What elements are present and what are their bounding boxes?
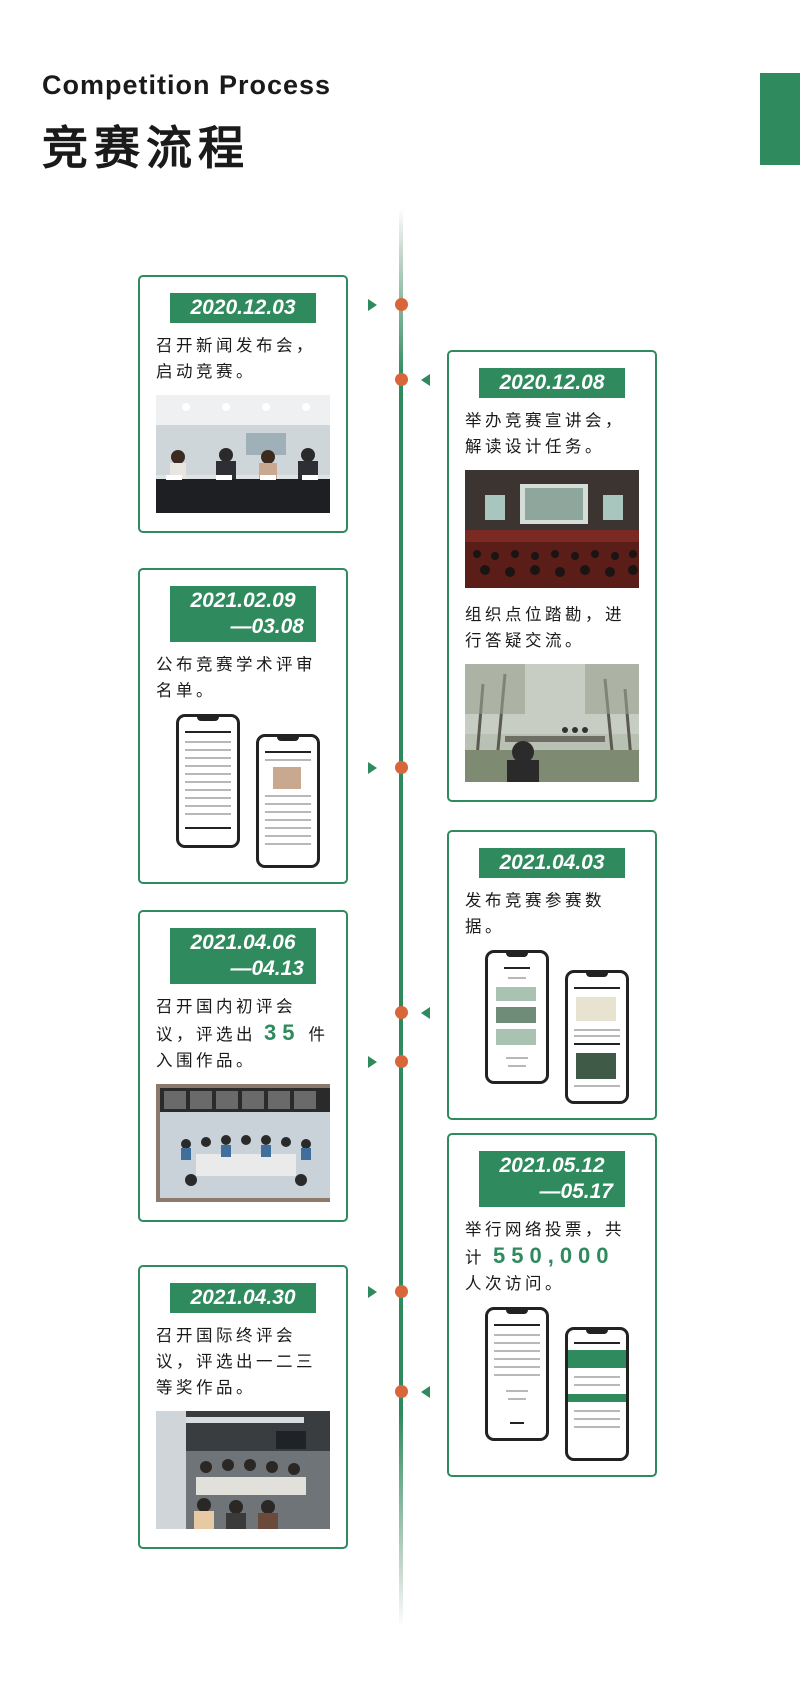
- event-date: 2021.04.06 —04.13: [170, 928, 316, 984]
- event-text-part: 人次访问。: [465, 1274, 565, 1293]
- timeline-dot: [395, 761, 408, 774]
- event-card: 2020.12.03 召开新闻发布会，启动竞赛。: [138, 275, 348, 533]
- event-card: 2021.04.03 发布竞赛参赛数据。: [447, 830, 657, 1120]
- arrow-left-icon: [421, 1386, 430, 1398]
- final-review-meeting-photo: [156, 1411, 330, 1529]
- phone-mockup: [485, 1307, 549, 1441]
- event-date-end: —04.13: [230, 957, 304, 980]
- event-text-part: 举行网络投票，共计: [465, 1220, 625, 1267]
- event-date: 2021.04.30: [170, 1283, 316, 1313]
- event-text-part: 召开国内初评会议，评选出: [156, 997, 296, 1044]
- event-card: 2020.12.08 举办竞赛宣讲会，解读设计任务。 组织点位踏勘，进行答疑交流…: [447, 350, 657, 802]
- event-text: 召开国际终评会议，评选出一二三等奖作品。: [156, 1326, 316, 1397]
- event-text-secondary: 组织点位踏勘，进行答疑交流。: [465, 605, 625, 650]
- arrow-right-icon: [368, 1286, 377, 1298]
- press-conference-photo: [156, 395, 330, 513]
- event-date-start: 2021.05.12: [499, 1154, 605, 1177]
- event-text: 发布竞赛参赛数据。: [465, 891, 605, 936]
- video-meeting-photo: [156, 1084, 330, 1202]
- event-date-start: 2021.04.06: [190, 931, 296, 954]
- event-date-end: —03.08: [230, 615, 304, 638]
- phone-screenshots: [465, 1307, 639, 1461]
- timeline-dot: [395, 298, 408, 311]
- event-date: 2021.04.03: [479, 848, 625, 878]
- phone-mockup: [565, 1327, 629, 1461]
- title-chinese: 竞赛流程: [42, 121, 250, 175]
- event-card: 2021.04.30 召开国际终评会议，评选出一二三等奖作品。: [138, 1265, 348, 1549]
- timeline-line: [399, 208, 403, 1628]
- event-date-end: —05.17: [539, 1180, 613, 1203]
- event-text-part: 件入围作品。: [156, 1025, 329, 1070]
- visit-count: 550,000: [493, 1243, 615, 1268]
- arrow-left-icon: [421, 374, 430, 386]
- accent-block: [760, 73, 800, 165]
- phone-screenshots: [156, 714, 330, 868]
- timeline-dot: [395, 1285, 408, 1298]
- arrow-left-icon: [421, 1007, 430, 1019]
- arrow-right-icon: [368, 299, 377, 311]
- event-card: 2021.02.09 —03.08 公布竞赛学术评审名单。: [138, 568, 348, 884]
- event-date: 2020.12.08: [479, 368, 625, 398]
- event-text: 举办竞赛宣讲会，解读设计任务。: [465, 411, 625, 456]
- timeline-dot: [395, 1055, 408, 1068]
- arrow-right-icon: [368, 1056, 377, 1068]
- finalist-count: 35: [264, 1020, 301, 1045]
- event-text: 召开新闻发布会，启动竞赛。: [156, 336, 316, 381]
- phone-screenshots: [465, 950, 639, 1104]
- phone-mockup: [176, 714, 240, 848]
- event-date: 2021.05.12 —05.17: [479, 1151, 625, 1207]
- site-visit-photo: [465, 664, 639, 782]
- timeline-dot: [395, 373, 408, 386]
- event-date: 2020.12.03: [170, 293, 316, 323]
- phone-mockup: [565, 970, 629, 1104]
- event-text: 公布竞赛学术评审名单。: [156, 655, 316, 700]
- arrow-right-icon: [368, 762, 377, 774]
- event-date-start: 2021.02.09: [190, 589, 296, 612]
- timeline-dot: [395, 1385, 408, 1398]
- lecture-hall-photo: [465, 470, 639, 588]
- event-date: 2021.02.09 —03.08: [170, 586, 316, 642]
- phone-mockup: [256, 734, 320, 868]
- title-english: Competition Process: [42, 70, 332, 100]
- timeline-dot: [395, 1006, 408, 1019]
- phone-mockup: [485, 950, 549, 1084]
